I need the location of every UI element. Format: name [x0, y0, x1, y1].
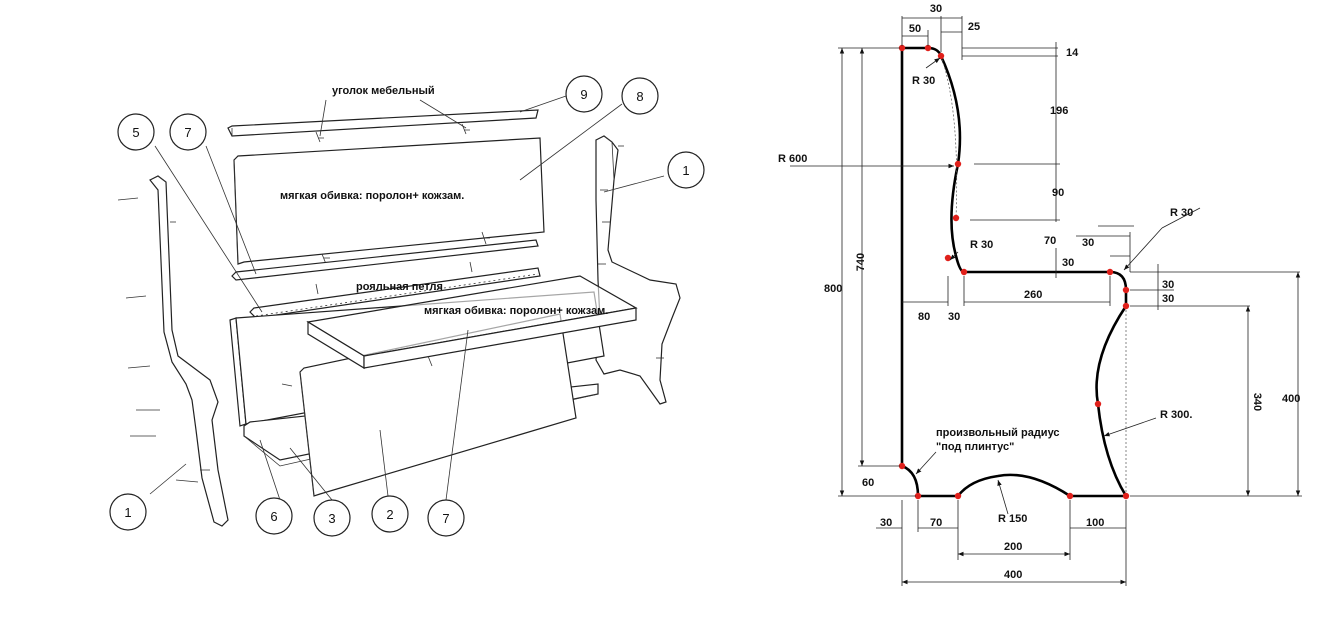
dim-800: 800	[824, 283, 842, 295]
dim-740: 740	[855, 253, 867, 271]
note-arbitrary-radius: произвольный радиус	[936, 427, 1060, 439]
dim-30-a: 30	[1082, 237, 1094, 249]
svg-text:8: 8	[636, 89, 643, 104]
dim-200: 200	[1004, 541, 1022, 553]
dim-14: 14	[1066, 47, 1079, 59]
dim-400-vertical: 400	[1282, 393, 1300, 405]
dim-r30-mid: R 30	[970, 239, 993, 251]
dim-r600: R 600	[778, 153, 807, 165]
dim-260: 260	[1024, 289, 1042, 301]
svg-text:1: 1	[682, 163, 689, 178]
exploded-view: уголок мебельный мягкая обивка: поролон+…	[109, 75, 705, 537]
callout-2: 2	[371, 495, 409, 533]
label-piano-hinge: рояльная петля	[356, 281, 443, 293]
dim-90: 90	[1052, 187, 1064, 199]
seat-panel	[306, 275, 638, 370]
callout-1-left: 1	[109, 493, 147, 531]
dim-100: 100	[1086, 517, 1104, 529]
callout-8: 8	[621, 77, 659, 115]
dim-340: 340	[1251, 393, 1263, 411]
left-side-panel	[117, 175, 229, 527]
callout-7: 7	[169, 113, 207, 151]
profile-drawing: 30 50 25 14 196 90 R 600 R 30 R 30 R 30 …	[778, 3, 1302, 586]
red-points	[898, 44, 1130, 500]
dim-70-bottom: 70	[930, 517, 942, 529]
callout-6: 7	[427, 499, 465, 537]
backrest-panel	[233, 137, 545, 265]
dim-60: 60	[862, 477, 874, 489]
dim-top-30: 30	[930, 3, 942, 15]
callout-9: 9	[565, 75, 603, 113]
note-under-plinth: "под плинтус"	[936, 441, 1014, 453]
dim-80: 80	[918, 311, 930, 323]
svg-text:1: 1	[124, 505, 131, 520]
middle-plank	[231, 239, 539, 281]
label-seat-upholstery: мягкая обивка: поролон+ кожзам.	[424, 305, 608, 317]
dim-30-b: 30	[1062, 257, 1074, 269]
svg-text:9: 9	[580, 87, 587, 102]
dim-400-horizontal: 400	[1004, 569, 1022, 581]
callout-4: 6	[255, 497, 293, 535]
label-furniture-corner: уголок мебельный	[332, 85, 435, 97]
svg-text:2: 2	[386, 507, 393, 522]
callout-5: 5	[117, 113, 155, 151]
dim-r30-top: R 30	[912, 75, 935, 87]
dim-top-50: 50	[909, 23, 921, 35]
svg-text:6: 6	[270, 509, 277, 524]
svg-text:3: 3	[328, 511, 335, 526]
top-plank	[227, 109, 539, 143]
dim-70: 70	[1044, 235, 1056, 247]
dim-30-c: 30	[948, 311, 960, 323]
dim-r150: R 150	[998, 513, 1027, 525]
dim-top-25: 25	[968, 21, 980, 33]
leader-lines	[149, 95, 665, 501]
callout-3: 3	[313, 499, 351, 537]
dimension-lines	[790, 16, 1302, 586]
svg-text:7: 7	[442, 511, 449, 526]
svg-text:7: 7	[184, 125, 191, 140]
dim-r30-right: R 30	[1170, 207, 1193, 219]
right-side-panel	[595, 135, 681, 405]
dim-196: 196	[1050, 105, 1068, 117]
label-back-upholstery: мягкая обивка: поролон+ кожзам.	[280, 190, 464, 202]
callout-1-right: 1	[667, 151, 705, 189]
dim-30-e: 30	[1162, 293, 1174, 305]
dim-30-d: 30	[1162, 279, 1174, 291]
svg-text:5: 5	[132, 125, 139, 140]
dim-30-f: 30	[880, 517, 892, 529]
dim-r300: R 300.	[1160, 409, 1192, 421]
